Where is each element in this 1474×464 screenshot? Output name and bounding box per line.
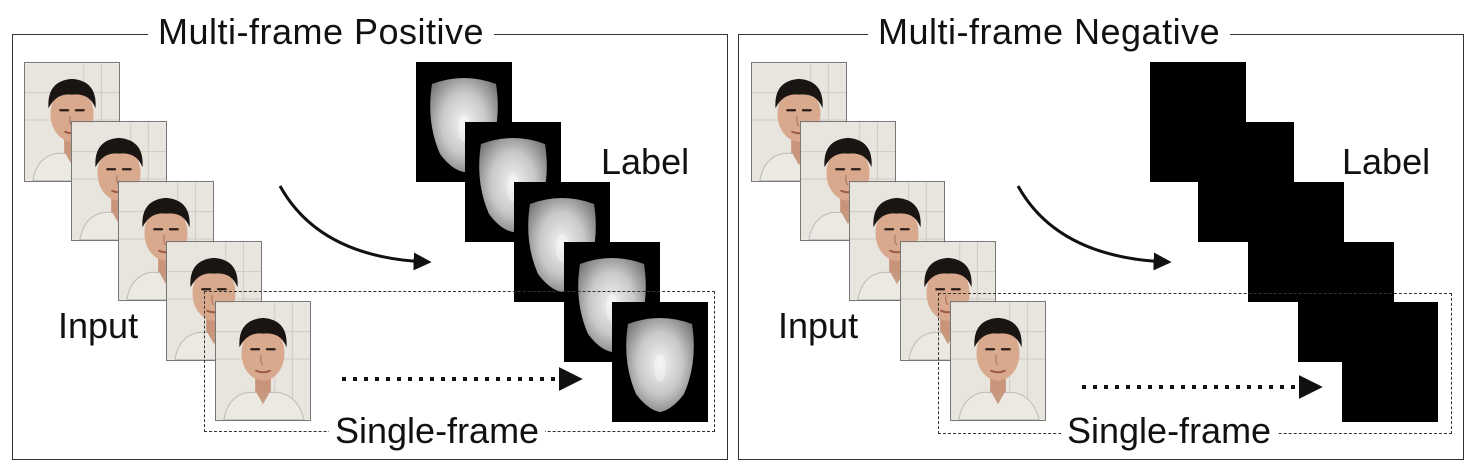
curved-arrow-icon — [1016, 185, 1172, 271]
input-face-frame — [215, 301, 311, 421]
input-face-frame — [950, 301, 1046, 421]
curved-arrow-icon — [278, 185, 432, 271]
single-frame-label: Single-frame — [1061, 411, 1278, 451]
single-frame-label: Single-frame — [329, 411, 546, 451]
input-label: Input — [778, 305, 859, 346]
input-label: Input — [58, 305, 139, 346]
negative-panel-title: Multi-frame Negative — [868, 12, 1231, 52]
depth-label-map — [612, 302, 708, 422]
positive-panel-title: Multi-frame Positive — [148, 12, 495, 52]
label-label: Label — [601, 141, 690, 182]
zero-label-map — [1342, 302, 1438, 422]
label-label: Label — [1342, 141, 1431, 182]
